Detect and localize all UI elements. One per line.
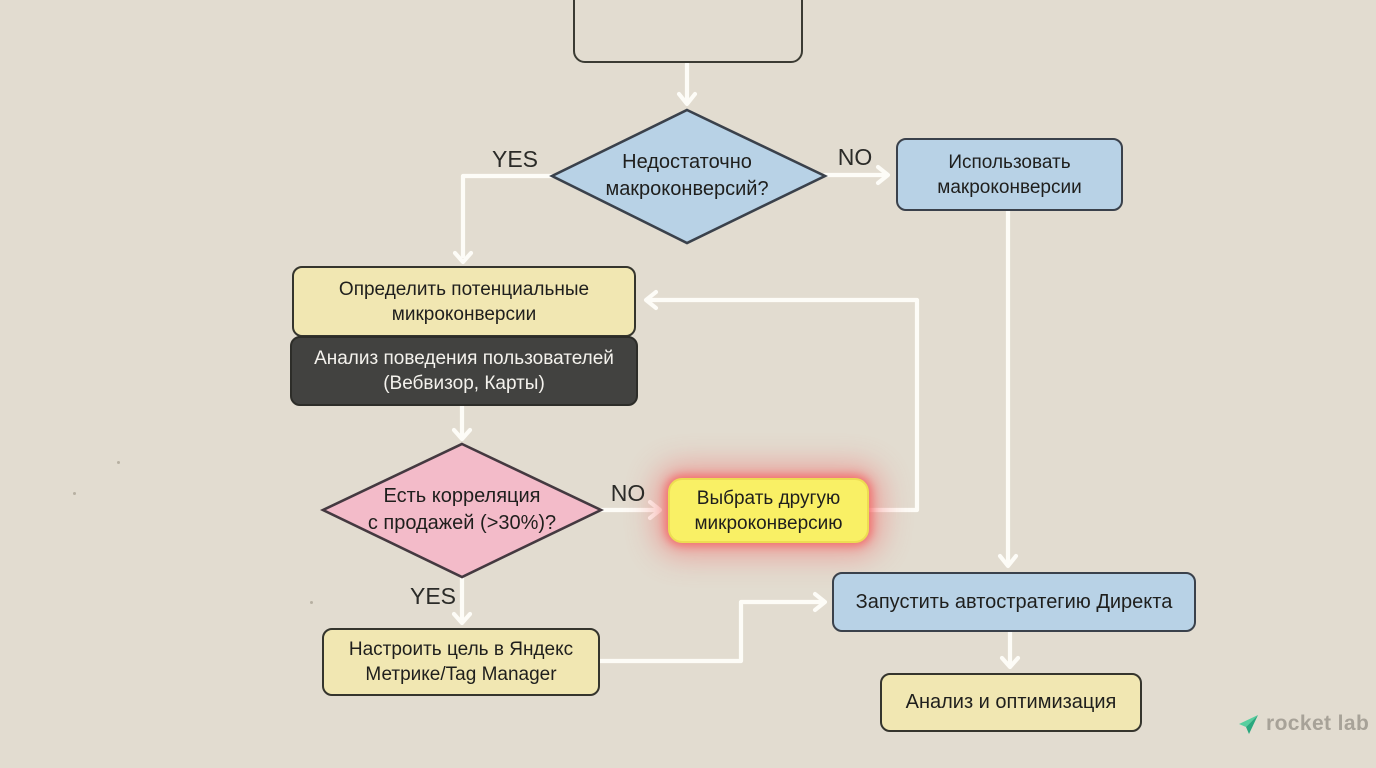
- arrowhead-right-icon: [875, 164, 891, 186]
- node-behavior-analysis-label: Анализ поведения пользователей (Вебвизор…: [314, 348, 614, 394]
- arrowhead-down-icon: [451, 427, 473, 442]
- paper-speck: [73, 492, 76, 495]
- arrowhead-right-icon: [812, 591, 828, 613]
- decision-diamond-correlation: [319, 442, 605, 579]
- node-choose-other-highlighted: Выбрать другую микроконверсию: [668, 478, 869, 543]
- arrowhead-down-icon: [452, 250, 474, 265]
- arrowhead-left-icon: [643, 289, 659, 311]
- node-choose-other-label: Выбрать другую микроконверсию: [694, 487, 843, 534]
- edge-setupgoal-to-autostrategy: [597, 599, 824, 664]
- node-define-micro-label: Определить потенциальные микроконверсии: [338, 278, 590, 325]
- node-analyze-optimize: Анализ и оптимизация: [880, 673, 1142, 732]
- node-define-micro: Определить потенциальные микроконверсии: [292, 266, 636, 337]
- edge-label-yes-macro: YES: [491, 146, 539, 172]
- node-autostrategy-label: Запустить автостратегию Директа: [855, 590, 1173, 613]
- rocket-lab-logo-text: rocket lab: [1266, 712, 1370, 735]
- node-autostrategy: Запустить автостратегию Директа: [832, 572, 1196, 632]
- paper-speck: [117, 461, 120, 464]
- node-use-macro-label: Использовать макроконверсии: [937, 151, 1082, 198]
- node-q-correlation-label: Есть корреляция с продажей (>30%)?: [367, 485, 557, 534]
- node-setup-goal: Настроить цель в Яндекс Метрике/Tag Mana…: [322, 628, 600, 696]
- node-start-empty: [573, 0, 803, 63]
- edge-label-yes-correlation: YES: [409, 583, 457, 609]
- edge-loop-to-define: [647, 297, 920, 513]
- node-behavior-analysis: Анализ поведения пользователей (Вебвизор…: [290, 336, 638, 406]
- arrowhead-down-icon: [999, 655, 1021, 670]
- rocket-lab-arrow-icon: [1239, 715, 1258, 734]
- arrowhead-down-icon: [676, 91, 698, 107]
- arrowhead-down-icon: [451, 611, 473, 626]
- paper-speck: [310, 601, 313, 604]
- arrowhead-right-icon: [647, 499, 663, 521]
- node-q-macro-label: Недостаточно макроконверсий?: [605, 151, 769, 200]
- node-analyze-optimize-label: Анализ и оптимизация: [905, 691, 1117, 713]
- edge-label-no-correlation: NO: [610, 480, 646, 506]
- rocket-lab-logo: rocket lab: [1236, 712, 1369, 736]
- arrowhead-down-icon: [997, 553, 1019, 569]
- edge-label-no-macro: NO: [837, 144, 873, 170]
- node-setup-goal-label: Настроить цель в Яндекс Метрике/Tag Mana…: [348, 639, 574, 685]
- decision-diamond-macro: [549, 108, 828, 245]
- edge-yes-to-define: [460, 173, 555, 259]
- node-use-macro: Использовать макроконверсии: [896, 138, 1123, 211]
